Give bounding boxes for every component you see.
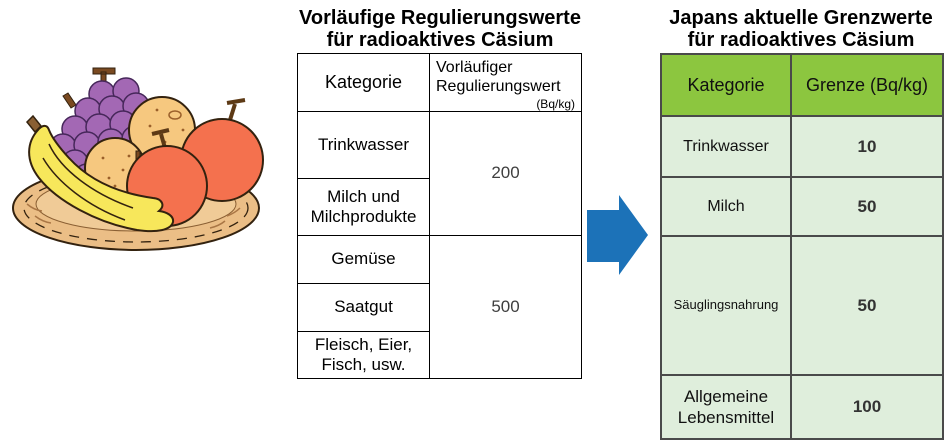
current-table-title: Japans aktuelle Grenzwerte für radioakti… (669, 7, 933, 51)
provisional-values-table: Kategorie Vorläufiger Regulierungswert (… (297, 53, 582, 379)
row-milch-limit-value: 50 (792, 178, 942, 237)
row-saeuglingsnahrung-value: 50 (792, 237, 942, 376)
row-trinkwasser-limit-category: Trinkwasser (662, 117, 792, 178)
provisional-header-unit: (Bq/kg) (536, 97, 575, 111)
row-saatgut: Saatgut (298, 284, 430, 332)
current-limits-table: Kategorie Grenze (Bq/kg) Trinkwasser 10 … (660, 53, 944, 440)
row-trinkwasser: Trinkwasser (298, 112, 430, 179)
value-200-cell: 200 (430, 112, 581, 236)
row-trinkwasser-limit-value: 10 (792, 117, 942, 178)
row-saeuglingsnahrung-category: Säuglingsnahrung (662, 237, 792, 376)
row-fleisch: Fleisch, Eier, Fisch, usw. (298, 332, 430, 378)
current-header-category: Kategorie (662, 55, 792, 117)
bananas (25, 114, 175, 233)
provisional-header-value-label: Vorläufiger Regulierungswert (436, 59, 561, 95)
provisional-header-category: Kategorie (298, 54, 430, 112)
value-500-cell: 500 (491, 296, 520, 316)
row-milch: Milch und Milchprodukte (298, 179, 430, 236)
fruit-basket-illustration (12, 67, 264, 251)
transition-arrow-icon (587, 195, 648, 275)
row-allgemeine-lebensmittel-value: 100 (852, 397, 882, 417)
row-gemuese: Gemüse (298, 236, 430, 284)
current-header-limit: Grenze (Bq/kg) (792, 55, 942, 117)
row-milch-limit-category: Milch (662, 178, 792, 237)
provisional-header-value: Vorläufiger Regulierungswert (Bq/kg) (430, 54, 581, 112)
row-allgemeine-lebensmittel-category: Allgemeine Lebensmittel (662, 376, 792, 438)
provisional-table-title: Vorläufige Regulierungswerte für radioak… (299, 7, 581, 51)
